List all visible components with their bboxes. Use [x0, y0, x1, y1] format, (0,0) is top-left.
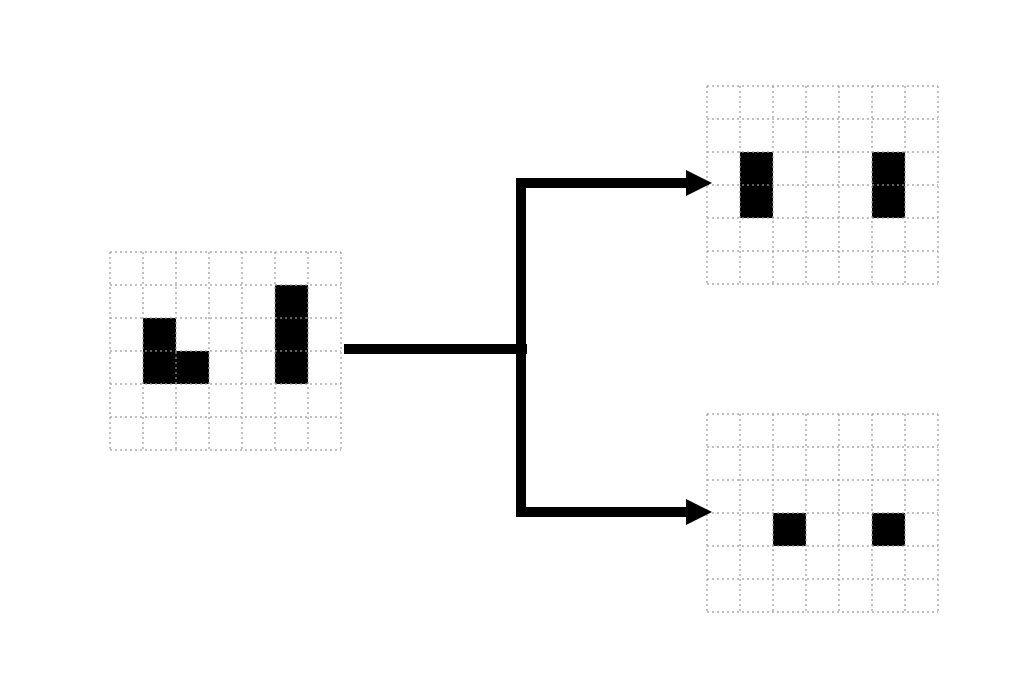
arrowhead-top [686, 170, 712, 196]
filled-cell [275, 351, 308, 384]
filled-cell [740, 152, 773, 185]
filled-cell [275, 285, 308, 318]
arrowhead-bottom [686, 499, 712, 525]
filled-cell [275, 318, 308, 351]
filled-cell [143, 351, 176, 384]
input-grid [109, 251, 342, 451]
output-grid-bottom [706, 413, 939, 613]
filled-cell [143, 318, 176, 351]
output-grid-top [706, 85, 939, 285]
filled-cell [773, 513, 806, 546]
filled-cell [176, 351, 209, 384]
filled-cell [872, 185, 905, 218]
branching-arrow [344, 170, 712, 525]
filled-cell [872, 152, 905, 185]
filled-cell [740, 185, 773, 218]
filled-cell [872, 513, 905, 546]
